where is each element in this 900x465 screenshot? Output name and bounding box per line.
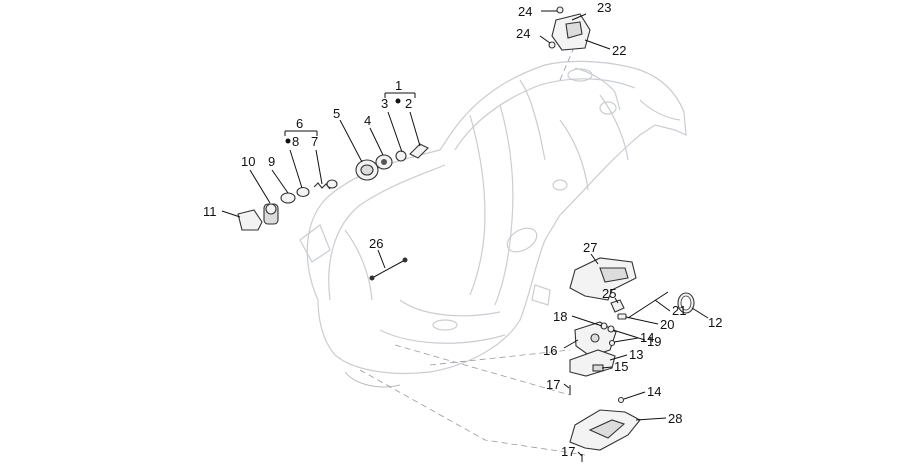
part-14-screw-upper (608, 339, 616, 347)
callout-20: 20 (660, 317, 674, 332)
part-14-screw-lower (617, 396, 625, 404)
callout-5: 5 (333, 106, 340, 121)
part-19-bolt (607, 325, 615, 333)
callout-25: 25 (602, 286, 616, 301)
part-5-lock-ring (355, 159, 379, 181)
part-26-rod (369, 257, 408, 281)
part-22-hinge-plate (551, 13, 591, 51)
callout-10: 10 (241, 154, 255, 169)
part-15-plate (592, 364, 604, 372)
callout-17-upper: 17 (546, 377, 560, 392)
callout-11: 11 (203, 204, 217, 219)
callout-14-lower: 14 (647, 384, 661, 399)
part-20-bolt (617, 313, 627, 320)
leader-lines (221, 10, 709, 457)
part-24-screw-left (548, 41, 556, 49)
callout-28: 28 (668, 411, 682, 426)
callout-3: 3 (381, 96, 388, 111)
assembly-lines (359, 44, 586, 456)
callout-15: 15 (614, 359, 628, 374)
callout-1: 1 (395, 78, 402, 93)
callout-13: 13 (629, 347, 643, 362)
callout-24-top: 24 (518, 4, 532, 19)
callout-27: 27 (583, 240, 597, 255)
callout-26: 26 (369, 236, 383, 251)
part-27-cover (569, 257, 637, 301)
callout-16: 16 (543, 343, 557, 358)
part-13-bracket (569, 349, 616, 377)
callout-2: 2 (405, 96, 412, 111)
callout-22: 22 (612, 43, 626, 58)
bracket-dot (285, 138, 291, 144)
part-21-rod (627, 291, 669, 319)
part-11-cap (237, 209, 263, 231)
part-2-key (409, 143, 429, 159)
scooter-frame (299, 60, 687, 388)
callout-6: 6 (296, 116, 303, 131)
callout-14-upper: 14 (640, 330, 654, 345)
callout-23: 23 (597, 0, 611, 15)
part-4-lock-body (375, 154, 393, 170)
part-10-knob (263, 203, 279, 225)
part-8-washer (296, 186, 310, 198)
part-24-screw-top (556, 6, 564, 14)
callout-17-lower: 17 (561, 444, 575, 459)
callout-7: 7 (311, 134, 318, 149)
callout-12: 12 (708, 315, 722, 330)
callout-24-left: 24 (516, 26, 530, 41)
part-7-bushing (326, 179, 338, 189)
callout-4: 4 (364, 113, 371, 128)
callout-labels: 1 2 3 4 5 6 7 8 9 10 11 12 13 14 14 15 1… (203, 0, 722, 459)
part-9-ring (280, 192, 296, 204)
part-28-tray (569, 409, 641, 451)
callout-9: 9 (268, 154, 275, 169)
callout-18: 18 (553, 309, 567, 324)
part-12-o-ring (677, 292, 695, 314)
callout-19: 19 (647, 334, 661, 349)
part-16-bracket (574, 321, 617, 357)
callout-21: 21 (672, 303, 686, 318)
part-3-seal (395, 150, 407, 162)
bracket-dot (395, 98, 401, 104)
callout-8: 8 (292, 134, 299, 149)
